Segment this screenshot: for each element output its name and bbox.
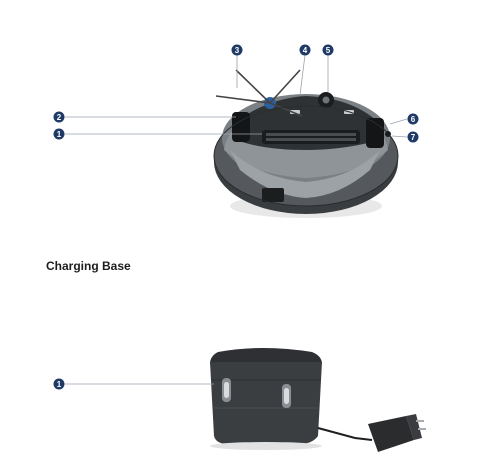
svg-text:6: 6	[411, 115, 416, 124]
svg-text:7: 7	[411, 133, 416, 142]
robot-leader-lines	[65, 54, 408, 138]
svg-text:2: 2	[57, 113, 62, 122]
robot-callout-7: 7	[407, 131, 419, 143]
robot-callout-2: 2	[53, 111, 65, 123]
robot-callout-1: 1	[53, 128, 65, 140]
robot-vacuum-illustration	[213, 69, 399, 218]
robot-callout-5: 5	[322, 44, 334, 56]
svg-text:5: 5	[326, 46, 331, 55]
svg-text:3: 3	[235, 46, 240, 55]
base-callout-1: 1	[53, 378, 65, 390]
robot-callout-3: 3	[231, 44, 243, 56]
svg-text:1: 1	[57, 380, 62, 389]
robot-callout-4: 4	[299, 44, 311, 56]
robot-callout-6: 6	[407, 113, 419, 125]
charging-base-heading: Charging Base	[46, 259, 131, 273]
charging-base-illustration	[210, 348, 426, 452]
svg-text:1: 1	[57, 130, 62, 139]
svg-text:4: 4	[303, 46, 308, 55]
